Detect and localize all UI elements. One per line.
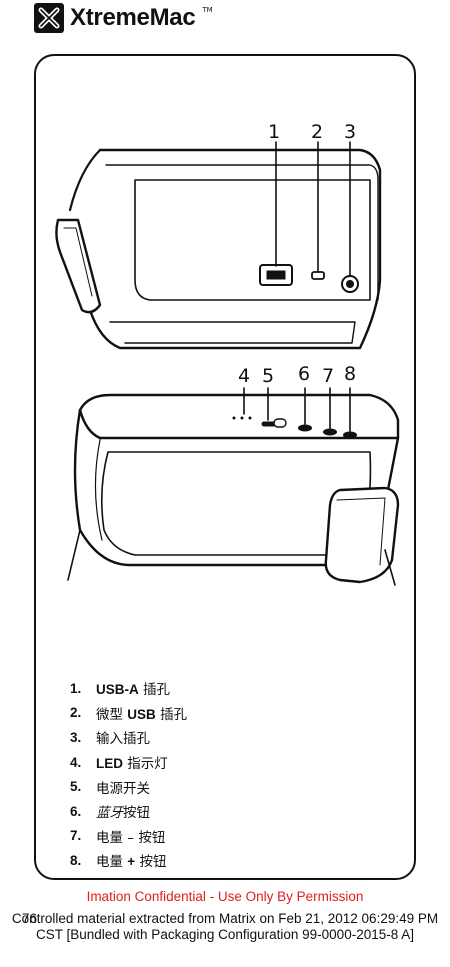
legend-item-bluetooth: 6. 蓝牙按钮 xyxy=(70,799,187,824)
legend-item-volume-up: 8. 电量 + 按钮 xyxy=(70,848,187,873)
page-number: 76 xyxy=(22,911,38,926)
legend-number: 6. xyxy=(70,803,82,819)
callout-8: 8 xyxy=(344,363,357,385)
brand-name: XtremeMac xyxy=(70,4,196,31)
legend-item-micro-usb: 2. 微型 USB 插孔 xyxy=(70,701,187,726)
legend-number: 1. xyxy=(70,680,82,696)
legend-label: LED 指示灯 xyxy=(96,756,168,773)
brand-logo: XtremeMac TM xyxy=(34,2,213,34)
legend-item-usb-a: 1. USB-A 插孔 xyxy=(70,676,187,701)
speaker-front-view xyxy=(67,387,400,586)
legend-label: 输入插孔 xyxy=(96,731,150,748)
brand-trademark: TM xyxy=(202,6,213,14)
parts-legend: 1. USB-A 插孔 2. 微型 USB 插孔 3. 输入插孔 4. LED … xyxy=(70,676,187,873)
legend-number: 2. xyxy=(70,705,82,721)
callout-1: 1 xyxy=(268,121,281,143)
footer-text: Controlled material extracted from Matri… xyxy=(11,911,439,942)
legend-label: 电量 – 按钮 xyxy=(96,829,166,846)
legend-number: 8. xyxy=(70,852,82,868)
callout-6: 6 xyxy=(298,363,311,385)
callout-2: 2 xyxy=(311,121,324,143)
legend-item-volume-down: 7. 电量 – 按钮 xyxy=(70,824,187,849)
legend-item-led: 4. LED 指示灯 xyxy=(70,750,187,775)
legend-label: 微型 USB 插孔 xyxy=(96,706,188,723)
legend-number: 3. xyxy=(70,729,82,745)
xtrememac-logo-icon xyxy=(34,3,64,33)
content-frame xyxy=(34,54,416,880)
legend-item-input-jack: 3. 输入插孔 xyxy=(70,725,187,750)
speaker-illustration xyxy=(55,141,400,586)
callout-5: 5 xyxy=(262,365,275,387)
confidential-notice: Imation Confidential - Use Only By Permi… xyxy=(86,889,364,904)
legend-label: 蓝牙按钮 xyxy=(96,805,150,822)
speaker-rear-view xyxy=(55,141,382,350)
legend-label: 电源开关 xyxy=(96,780,150,797)
callout-7: 7 xyxy=(322,365,335,387)
callout-3: 3 xyxy=(344,121,357,143)
legend-item-power: 5. 电源开关 xyxy=(70,774,187,799)
legend-number: 5. xyxy=(70,779,82,795)
legend-label: 电量 + 按钮 xyxy=(96,854,167,871)
legend-label: USB-A 插孔 xyxy=(96,682,171,699)
legend-number: 7. xyxy=(70,828,82,844)
callout-4: 4 xyxy=(238,365,251,387)
legend-number: 4. xyxy=(70,754,82,770)
